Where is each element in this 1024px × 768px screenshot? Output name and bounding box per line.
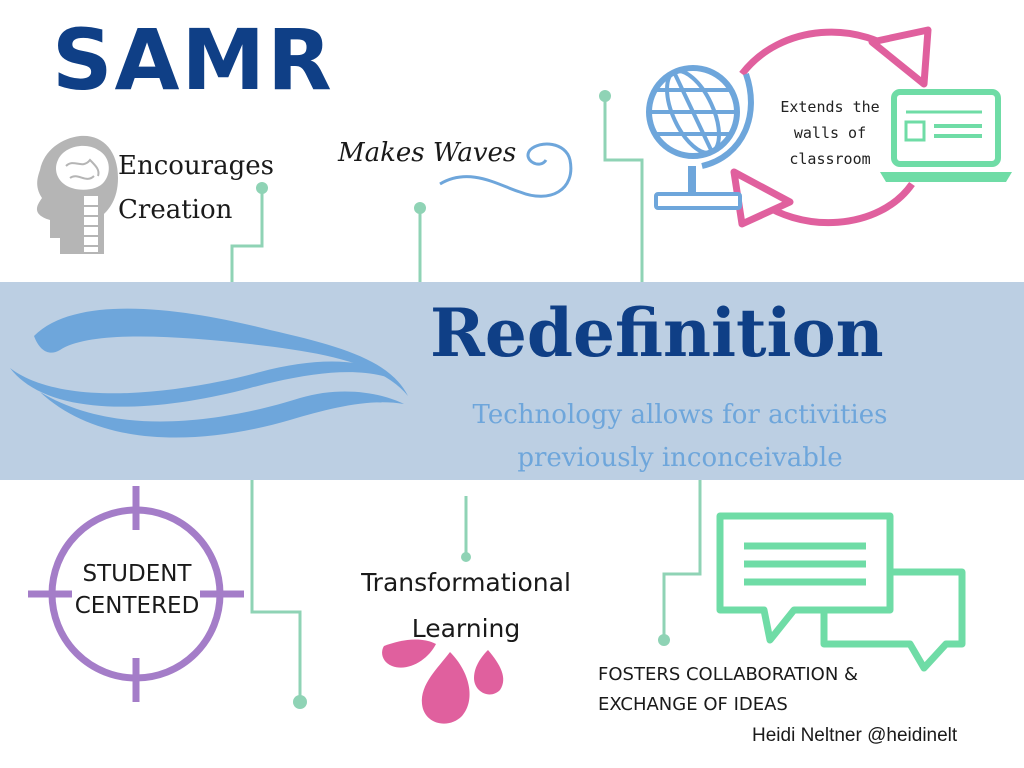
feature-transformational: Transformational Learning	[348, 560, 584, 652]
description-line-1: Technology allows for activities	[472, 400, 888, 430]
connector-fosters	[662, 480, 702, 640]
drops-icon	[382, 639, 504, 724]
target-icon	[28, 486, 244, 702]
description-line-2: previously inconceivable	[517, 443, 843, 473]
extends-line-3: classroom	[789, 150, 871, 168]
connector-dots	[256, 90, 670, 709]
laptop-icon	[880, 89, 1012, 182]
feature-fosters: Fosters collaboration & exchange of idea…	[598, 660, 858, 720]
feature-creation: Encourages Creation	[118, 144, 274, 232]
fosters-line-1: Fosters collaboration &	[598, 664, 859, 685]
head-brain-icon	[37, 135, 118, 254]
transform-line-1: Transformational	[361, 568, 571, 597]
level-description: Technology allows for activities previou…	[430, 394, 930, 480]
author-credit: Heidi Neltner @heidinelt	[752, 725, 958, 746]
fosters-line-2: exchange of ideas	[598, 694, 788, 715]
extends-line-1: Extends the	[780, 98, 880, 116]
student-line-1: STUDENT	[82, 561, 192, 587]
student-line-2: CENTERED	[74, 593, 200, 619]
feature-waves: Makes Waves	[338, 138, 517, 168]
level-heading: Redefinition	[430, 294, 884, 372]
speech-bubbles-icon	[716, 512, 966, 672]
connector-student	[250, 480, 302, 700]
page-title: SAMR	[52, 11, 334, 109]
wave-logo-icon	[10, 308, 408, 438]
connector-extends	[603, 96, 644, 282]
feature-student-centered: STUDENT CENTERED	[62, 558, 212, 622]
extends-line-2: walls of	[793, 124, 867, 142]
creation-line-2: Creation	[118, 195, 233, 225]
connector-lines	[230, 96, 702, 700]
wave-swirl-icon	[439, 142, 573, 198]
transform-line-2: Learning	[411, 614, 521, 643]
creation-line-1: Encourages	[118, 151, 274, 181]
cycle-arrows-icon	[730, 26, 932, 228]
feature-extends: Extends the walls of classroom	[770, 94, 890, 172]
connector-creation	[230, 188, 264, 282]
globe-icon	[646, 65, 754, 210]
